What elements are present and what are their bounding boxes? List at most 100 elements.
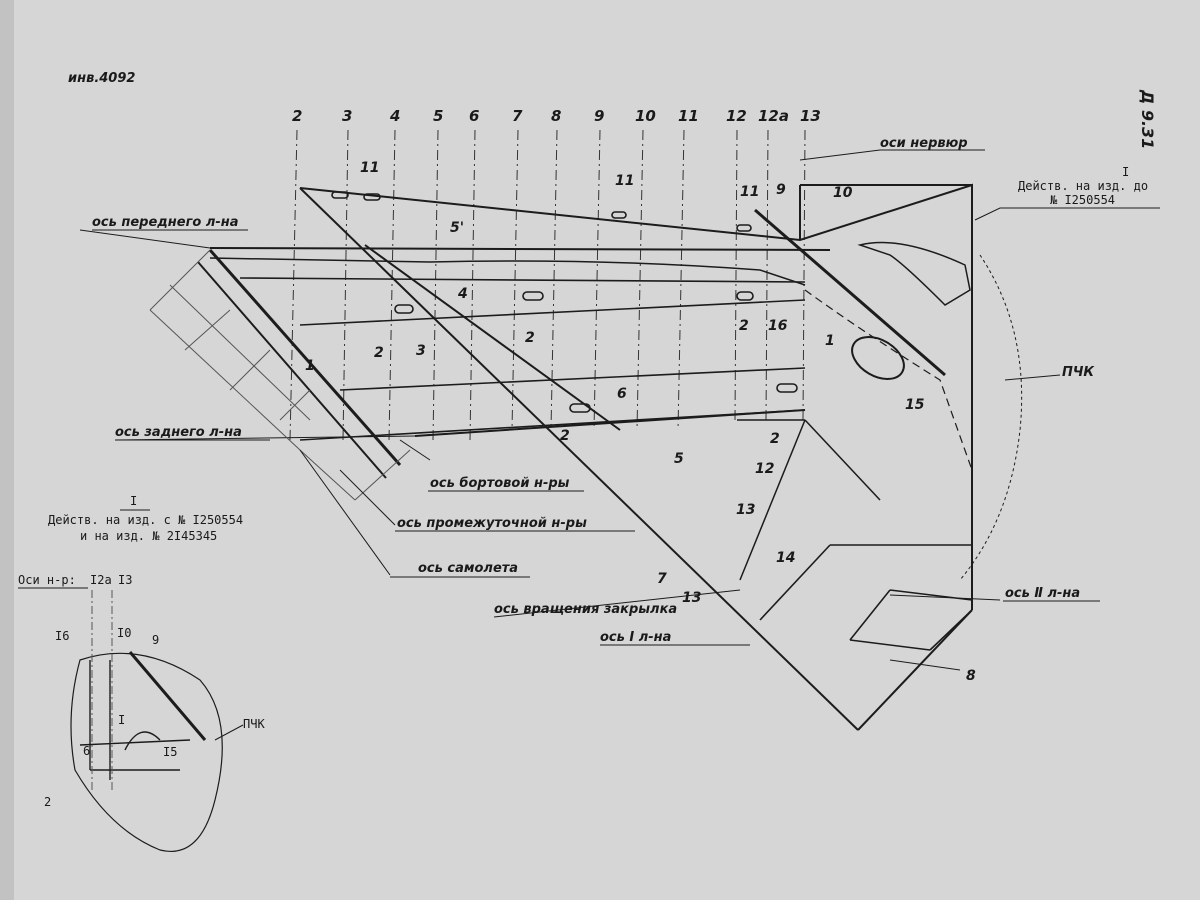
callout-5-prime: 5' (450, 220, 464, 236)
cutout-oval (736, 291, 754, 301)
cutouts (331, 191, 798, 413)
callout-9: 9 (776, 182, 786, 198)
rib-number: 4 (389, 107, 400, 125)
callout-13b: 13 (682, 590, 701, 606)
inset-rib-12a: I2а (90, 573, 112, 587)
callout-1: 1 (305, 358, 315, 374)
rib-axis-13 (802, 129, 806, 421)
side-rib-label: ось бортовой н-ры (430, 476, 570, 491)
ribs-axes-label: оси нервюр (880, 136, 968, 151)
note-line2: № I250554 (1050, 193, 1115, 207)
fuselage-line (169, 284, 311, 421)
fuselage-zone (149, 249, 411, 501)
rib-numbers: 2 3 4 5 6 7 8 9 10 11 12 12а 13 (292, 107, 821, 125)
note-left: I Действ. на изд. с № I250554 и на изд. … (48, 494, 243, 543)
note-line1: Действ. на изд. до (1018, 179, 1148, 193)
intermediate-rib-label: ось промежуточной н-ры (397, 516, 587, 531)
aircraft-axis-label: ось самолета (418, 561, 518, 576)
inset-rib (128, 651, 207, 741)
cutout-oval (394, 304, 414, 314)
callout-2b: 2 (525, 330, 535, 346)
flap-line (849, 639, 931, 651)
rib-number: 13 (800, 107, 821, 125)
callout-2c: 2 (560, 428, 570, 444)
callout-2: 2 (374, 345, 384, 361)
tip-structure (737, 208, 1023, 581)
front-spar-line2 (209, 257, 431, 263)
cutout-small (363, 193, 381, 201)
fuselage-line (299, 449, 356, 501)
front-spar (79, 229, 831, 286)
callout-16: 16 (768, 318, 788, 334)
flap-lead2 (739, 419, 806, 581)
callout-11: 11 (360, 160, 379, 176)
rib-axis-12a (765, 129, 769, 421)
inset-ribs-prefix: Оси н-р: (18, 573, 76, 587)
side-rib-line (208, 249, 402, 466)
leader-note-top (974, 207, 1160, 221)
rib-number: 7 (512, 107, 523, 125)
rib-axis-3 (342, 129, 349, 441)
note-roman: I (130, 494, 137, 508)
callout-7: 7 (657, 571, 667, 587)
inset-detail: Оси н-р: I2а I3 I6 I0 9 I I5 6 2 ПЧК (18, 573, 265, 852)
rib-axis-5 (432, 129, 439, 441)
tip-rib (754, 208, 946, 377)
cutout-oval (776, 383, 798, 393)
inset-axes (91, 590, 113, 790)
front-spar-line (209, 247, 831, 251)
flap-rotation-label: ось вращения закрылка (494, 602, 677, 617)
callout-6: 6 (617, 386, 627, 402)
inset-pchk-leader (214, 724, 244, 741)
inset-label-1: I (118, 713, 125, 727)
page-fold (0, 0, 14, 900)
axis-labels: оси нервюр ось переднего л-на ось заднег… (92, 136, 1095, 645)
side-rib-line2 (197, 261, 387, 479)
rear-spar-label: ось заднего л-на (115, 425, 242, 440)
inset-labels: Оси н-р: I2а I3 I6 I0 9 I I5 6 2 ПЧК (18, 573, 265, 809)
leader-spar2 (889, 594, 1001, 601)
leader-side-rib (399, 439, 431, 461)
inventory-note: инв.4092 (68, 71, 135, 86)
inset-structure (79, 651, 207, 780)
rib-number: 5 (433, 107, 443, 125)
stringer (239, 277, 806, 283)
leader-8 (889, 659, 961, 671)
note-top-right: I Действ. на изд. до № I250554 (1018, 165, 1148, 207)
rib-number: 12 (726, 107, 747, 125)
leader-aircraft (299, 449, 391, 576)
flap-section (759, 544, 973, 651)
intermediate-rib-line (364, 244, 621, 431)
inset-label-6: 6 (83, 744, 90, 758)
callout-2d: 2 (739, 318, 749, 334)
spar2-label: ось Ⅱ л-на (1005, 586, 1080, 601)
cutout-small (611, 211, 627, 219)
rear-spar-leader (114, 435, 416, 441)
stringer (299, 299, 806, 326)
inset-outline (70, 652, 223, 852)
cutout-oval (569, 403, 591, 413)
note-line2: и на изд. № 2I45345 (80, 529, 217, 543)
inset-label-15: I5 (163, 745, 177, 759)
label-underlines (92, 229, 1100, 602)
front-edge (299, 183, 973, 530)
inset-label-9: 9 (152, 633, 159, 647)
inset-rib-13: I3 (118, 573, 132, 587)
tip-dashed (804, 289, 973, 471)
fuselage-line (279, 389, 311, 421)
rib-number: 11 (678, 107, 699, 125)
flap-line (759, 544, 831, 621)
inset-label-10: I0 (117, 626, 131, 640)
pchk-outline (959, 254, 1023, 581)
inset-pchk: ПЧК (243, 717, 265, 731)
cutout-small (736, 224, 752, 232)
cutout-oval (522, 291, 544, 301)
rib-axis-2 (289, 129, 298, 441)
fuselage-line (149, 249, 211, 311)
leader-flap-rotation (493, 589, 741, 618)
callout-13: 13 (736, 502, 755, 518)
inset-line (79, 739, 191, 746)
page-number: Д 9.31 (1138, 89, 1157, 149)
